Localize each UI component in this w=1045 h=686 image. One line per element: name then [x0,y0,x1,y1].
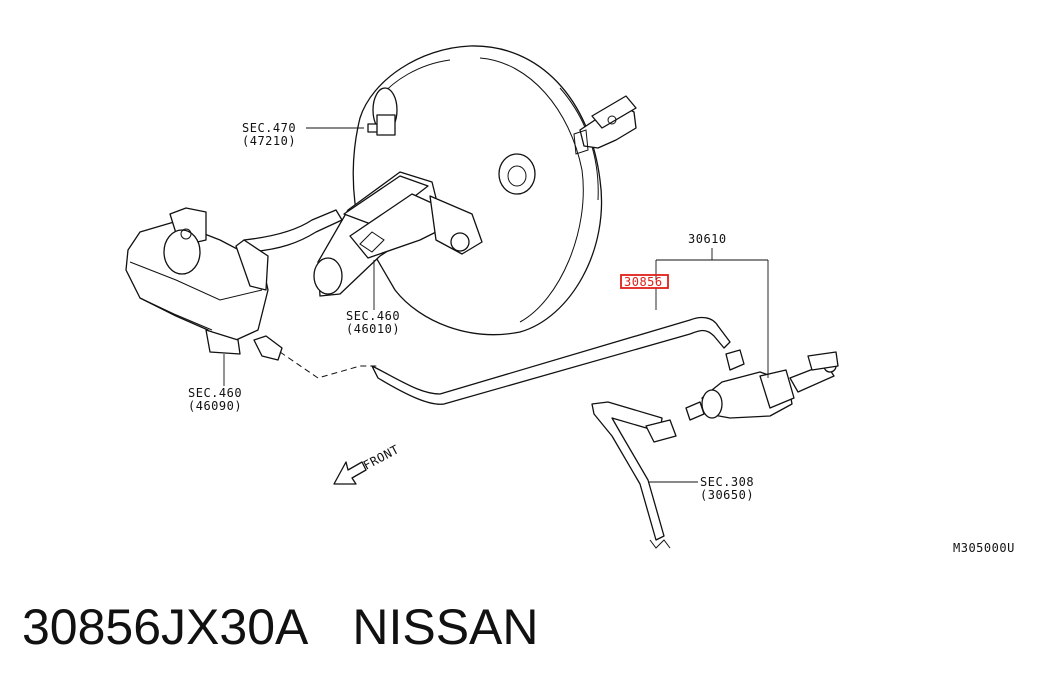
reservoir-tank [125,207,283,361]
footer-caption: 30856JX30A NISSAN [22,598,539,656]
reservoir-feed-line [279,351,378,379]
leader-lines [223,127,769,483]
clutch-line-tube [591,401,677,549]
reservoir-hose [243,209,343,253]
label-47210: (47210) [242,134,296,148]
label-46010: (46010) [346,322,400,336]
label-sec460-left: SEC.460 [188,386,242,400]
highlight-box-30856 [620,274,669,289]
master-cylinder [313,171,483,297]
part-number: 30856JX30A [22,599,309,655]
label-front: FRONT [361,442,402,472]
clutch-master-cylinder [685,351,839,421]
label-30610: 30610 [688,232,727,246]
label-30650: (30650) [700,488,754,502]
label-30856: 30856 [624,275,663,289]
label-sec460-mid: SEC.460 [346,309,400,323]
diagram-code: M305000U [953,541,1015,555]
booster-stud [367,114,396,136]
label-46090: (46090) [188,399,242,413]
clutch-hose [371,316,731,405]
hose-clip [725,349,745,371]
label-sec470: SEC.470 [242,121,296,135]
label-sec308: SEC.308 [700,475,754,489]
front-arrow: FRONT [333,442,402,485]
brand-name: NISSAN [352,599,539,655]
booster-clevis [573,95,637,155]
